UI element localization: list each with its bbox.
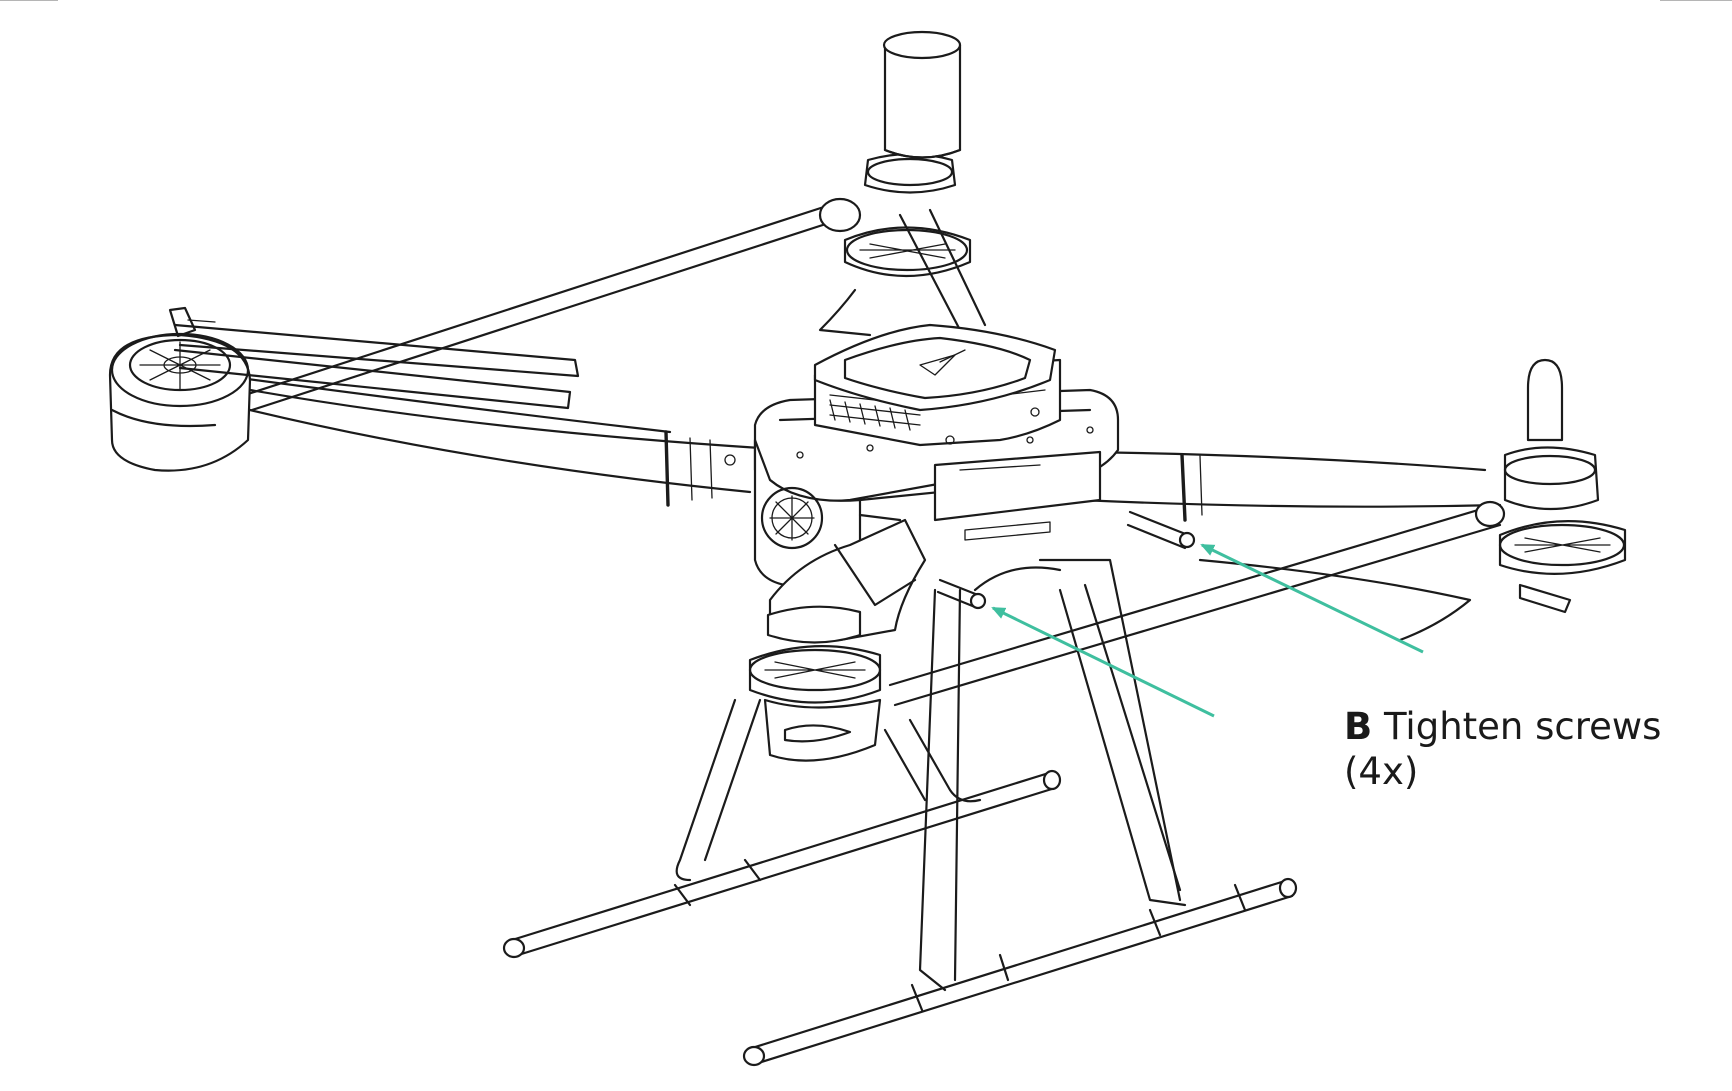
screw-left [936,578,987,610]
top-module [813,323,1062,447]
rear-down-strut [818,208,987,337]
top-left-edge-line [0,0,58,1]
rear-arm [243,197,862,412]
top-right-edge-line [1660,0,1732,1]
callout-instruction: Tighten screws [1383,705,1662,748]
callout-arrow-left-screw [991,606,1215,718]
left-arm [238,376,762,507]
landing-gear [502,558,1298,1067]
right-arm [1078,450,1502,642]
front-motor [748,605,882,762]
rear-motor [843,152,972,278]
left-motor [108,332,252,472]
callout-step-letter: B [1344,705,1373,748]
callout-arrow-right-screw [1200,543,1424,654]
screw-right [1126,510,1196,550]
cross-rod [888,500,1506,707]
folded-propeller [168,306,580,410]
callout-label: B Tighten screws (4x) [1344,704,1674,794]
gps-mast [882,30,962,159]
callout-count: (4x) [1344,750,1419,793]
right-motor [1498,520,1627,614]
right-antenna [1503,358,1600,511]
